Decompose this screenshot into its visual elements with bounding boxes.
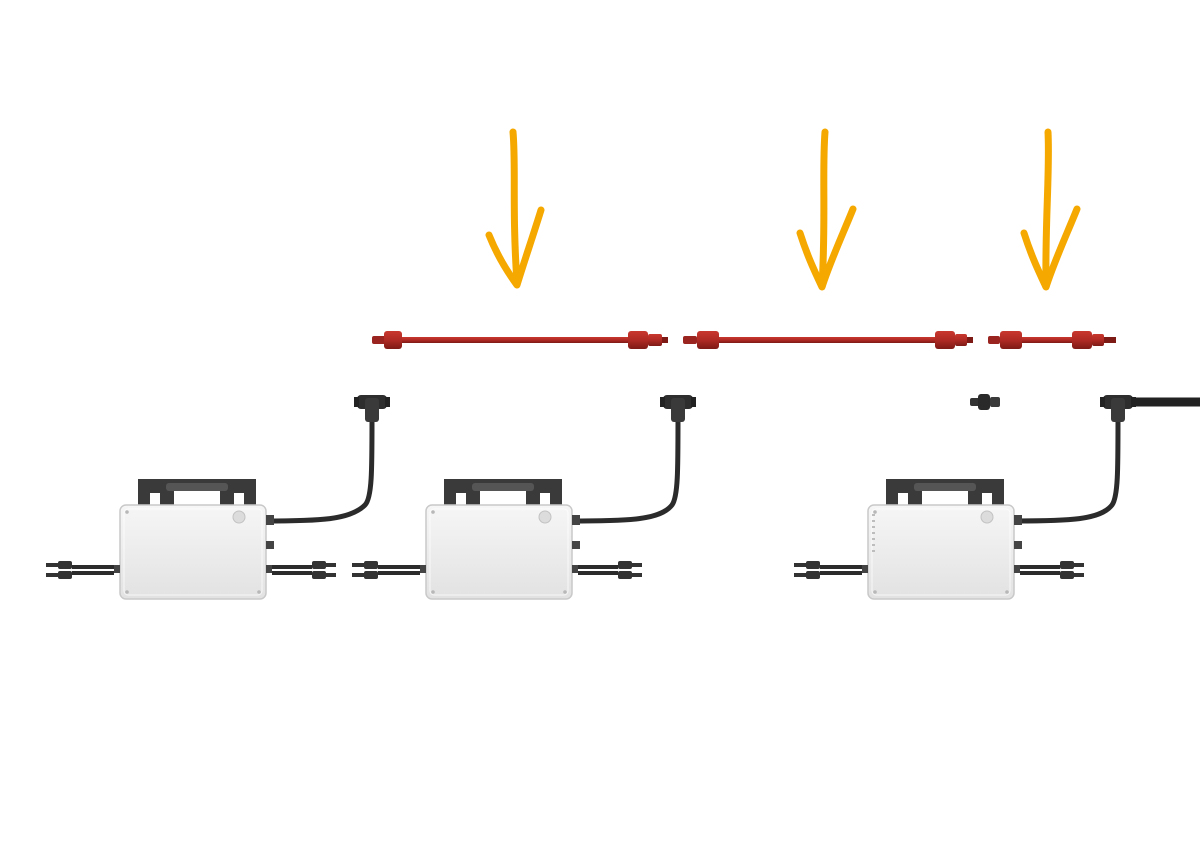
extension-cable <box>683 331 973 349</box>
extension-cable <box>372 331 668 349</box>
down-arrow-icon <box>796 128 857 291</box>
down-arrow-icon <box>485 128 545 289</box>
microinverter <box>350 395 696 601</box>
microinverter <box>44 395 390 601</box>
microinverter <box>792 395 1136 601</box>
end-cap <box>970 394 1000 410</box>
down-arrow-icon <box>1020 128 1081 291</box>
extension-cable <box>988 331 1116 349</box>
